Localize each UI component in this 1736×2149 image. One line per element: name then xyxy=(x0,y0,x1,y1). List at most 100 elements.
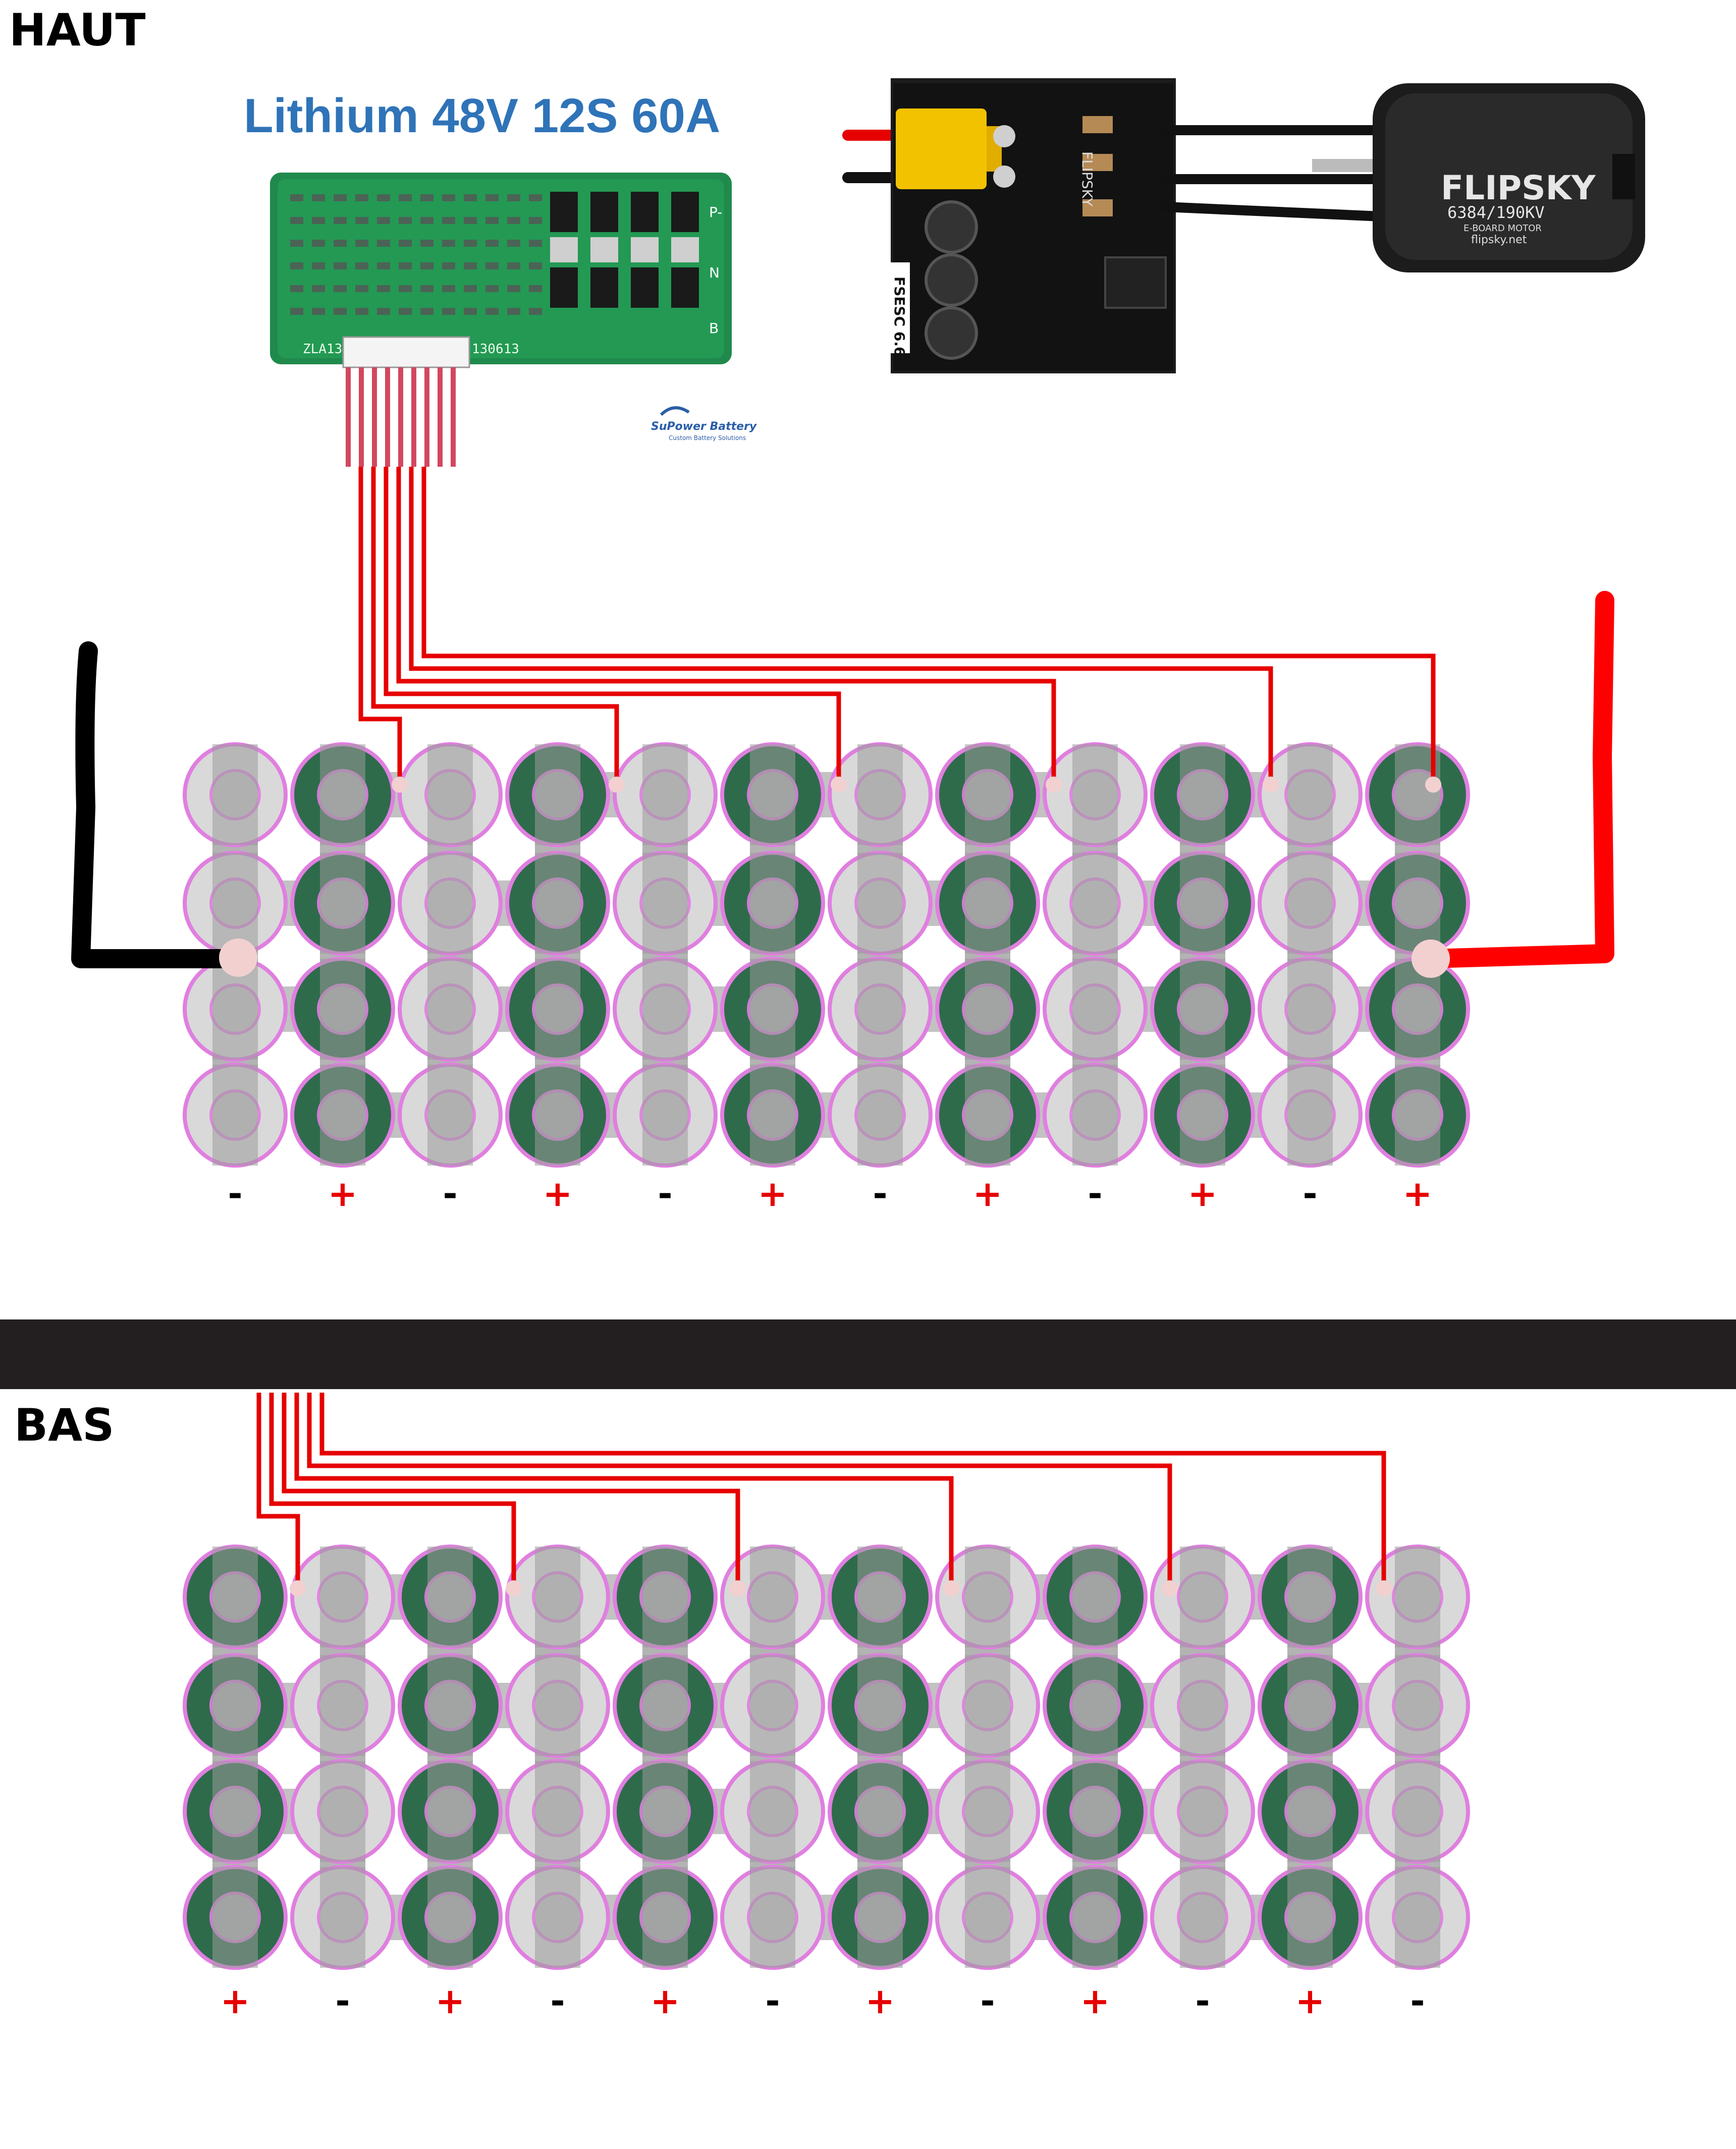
cell-negative-up xyxy=(398,742,503,847)
cell-strip-overlay xyxy=(427,744,473,845)
bms-smd-component xyxy=(485,308,499,315)
cell-positive-up xyxy=(1365,1063,1470,1168)
cell-strip-overlay xyxy=(1395,1867,1440,1968)
cell-strip-overlay xyxy=(642,1547,688,1647)
balance-tap-point xyxy=(730,1580,746,1596)
cell-strip-overlay xyxy=(965,1867,1010,1968)
plus-label: + xyxy=(650,1980,680,2022)
cell-positive-up xyxy=(1150,957,1255,1062)
balance-wire xyxy=(358,467,402,785)
bms-smd-component xyxy=(290,262,303,269)
balance-wire xyxy=(421,467,1436,785)
cell-negative-up xyxy=(935,1759,1040,1864)
cell-negative-up xyxy=(1043,957,1148,1062)
balance-wire xyxy=(307,1393,1172,1588)
cell-positive-up xyxy=(613,1759,718,1864)
cell-positive-up xyxy=(290,851,395,956)
cell-positive-up xyxy=(613,1653,718,1758)
cell-negative-up xyxy=(1258,1063,1363,1168)
bms-smd-component xyxy=(420,240,433,247)
cell-negative-up xyxy=(720,1759,825,1864)
cell-strip-overlay xyxy=(857,1065,903,1166)
main-power-leads xyxy=(71,591,1614,978)
cell-strip-overlay xyxy=(1180,1867,1225,1968)
cell-negative-up xyxy=(505,1545,610,1649)
cell-negative-up xyxy=(1258,851,1363,956)
cell-positive-up xyxy=(720,742,825,847)
cell-negative-up xyxy=(183,742,288,847)
cell-strip-overlay xyxy=(750,1761,795,1862)
balance-wire xyxy=(396,467,1056,785)
cell-positive-up xyxy=(720,851,825,956)
cell-positive-up xyxy=(935,957,1040,1062)
cell-negative-up xyxy=(505,1759,610,1864)
bms-smd-component xyxy=(464,285,477,292)
plus-label: + xyxy=(1403,1173,1433,1215)
cell-positive-up xyxy=(398,1865,503,1970)
cell-strip-overlay xyxy=(965,1547,1010,1647)
cell-negative-up xyxy=(1365,1545,1470,1649)
minus-label: - xyxy=(873,1173,887,1215)
cell-strip-overlay xyxy=(1287,1065,1333,1166)
cell-negative-up xyxy=(183,1063,288,1168)
cell-strip-overlay xyxy=(965,1065,1010,1166)
cell-strip-overlay xyxy=(1072,1065,1118,1166)
cell-strip-overlay xyxy=(1287,1867,1333,1968)
plus-label: + xyxy=(436,1980,465,2022)
bms-smd-component xyxy=(420,217,433,224)
minus-label: - xyxy=(1410,1980,1425,2022)
bms-smd-component xyxy=(312,262,325,269)
bms-smd-component xyxy=(529,240,542,247)
minus-label: - xyxy=(228,1173,242,1215)
top-balance-wires xyxy=(358,467,1441,793)
cell-strip-overlay xyxy=(320,1065,365,1166)
bms-smd-component xyxy=(464,240,477,247)
cell-strip-overlay xyxy=(212,1761,258,1862)
cell-negative-up xyxy=(398,957,503,1062)
cell-positive-up xyxy=(720,1063,825,1168)
cell-positive-up xyxy=(935,851,1040,956)
bms-board: Lithium 48V 12S 60A ZLA13 130613 P- N B … xyxy=(244,89,757,467)
bms-smd-component xyxy=(399,240,412,247)
bms-smd-component xyxy=(290,194,303,201)
capacitor-icon xyxy=(925,200,978,254)
bms-smd-component xyxy=(312,217,325,224)
cell-strip-overlay xyxy=(1072,853,1118,954)
minus-label: - xyxy=(550,1980,565,2022)
cell-strip-overlay xyxy=(1180,744,1225,845)
bms-smd-component xyxy=(377,262,390,269)
bms-smd-component xyxy=(442,217,455,224)
cell-strip-overlay xyxy=(857,1761,903,1862)
bms-smd-component xyxy=(334,194,347,201)
cell-negative-up xyxy=(290,1545,395,1649)
plus-label: + xyxy=(221,1980,250,2022)
cell-negative-up xyxy=(613,957,718,1062)
balance-tap-point xyxy=(1376,1580,1392,1596)
cell-strip-overlay xyxy=(750,1655,795,1756)
cell-positive-up xyxy=(828,1865,933,1970)
cell-positive-up xyxy=(828,1653,933,1758)
cell-strip-overlay xyxy=(535,744,580,845)
cell-strip-overlay xyxy=(427,853,473,954)
bms-smd-component xyxy=(399,262,412,269)
cell-negative-up xyxy=(1365,1653,1470,1758)
cell-negative-up xyxy=(935,1865,1040,1970)
terminal-icon xyxy=(671,237,699,262)
bms-smd-component xyxy=(442,240,455,247)
cell-strip-overlay xyxy=(212,1547,258,1647)
bms-smd-component xyxy=(529,308,542,315)
cell-positive-up xyxy=(505,957,610,1062)
bms-smd-component xyxy=(290,308,303,315)
cell-negative-up xyxy=(505,1865,610,1970)
plus-label: + xyxy=(865,1980,895,2022)
cell-positive-up xyxy=(1258,1865,1363,1970)
cell-strip-overlay xyxy=(857,744,903,845)
bms-smd-component xyxy=(312,285,325,292)
cell-positive-up xyxy=(183,1865,288,1970)
plus-label: + xyxy=(973,1173,1003,1215)
esc-brand-label: FLIPSKY xyxy=(1079,151,1096,207)
mosfet-icon xyxy=(550,267,578,308)
cell-strip-overlay xyxy=(427,1655,473,1756)
bms-smd-component xyxy=(485,262,499,269)
cell-strip-overlay xyxy=(750,853,795,954)
